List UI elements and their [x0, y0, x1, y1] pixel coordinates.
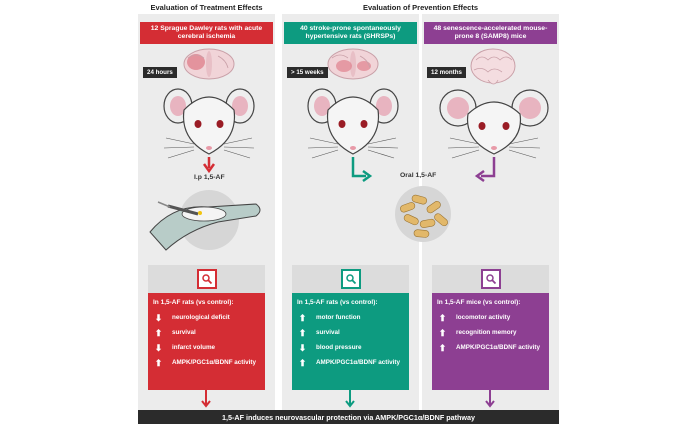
result-label: survival — [316, 329, 340, 336]
result-box-shrsp: In 1,5-AF rats (vs control): ⬆ motor func… — [292, 293, 409, 390]
result-row: ⬆ motor function — [297, 310, 404, 325]
arrow-up-icon: ⬆ — [438, 312, 447, 323]
result-label: neurological deficit — [172, 314, 230, 321]
time-label-shrsp: > 15 weeks — [287, 67, 328, 78]
time-label-treatment: 24 hours — [143, 67, 177, 78]
connector-arrows — [201, 390, 495, 408]
route-label-ip: I.p 1,5-AF — [194, 174, 225, 181]
result-label: recognition memory — [456, 329, 517, 336]
brain-icon-shrsp — [327, 48, 379, 80]
result-label: AMPK/PGC1α/BDNF activity — [316, 359, 400, 366]
result-label: locomotor activity — [456, 314, 511, 321]
brain-icon-samp8 — [470, 48, 516, 85]
result-box-samp8: In 1,5-AF mice (vs control): ⬆ locomotor … — [432, 293, 549, 390]
prevention-heading: Evaluation of Prevention Effects — [362, 3, 479, 12]
arrow-down-icon: ⬇ — [154, 312, 163, 323]
result-row: ⬆ locomotor activity — [437, 310, 544, 325]
arrow-up-icon: ⬆ — [438, 327, 447, 338]
title-box-samp8: 48 senescence-accelerated mouse-prone 8 … — [424, 22, 557, 44]
result-row: ⬆ AMPK/PGC1α/BDNF activity — [297, 355, 404, 370]
magnifier-icon — [480, 269, 501, 289]
arrow-down-icon: ⬇ — [298, 342, 307, 353]
result-label: survival — [172, 329, 196, 336]
result-label: AMPK/PGC1α/BDNF activity — [456, 344, 540, 351]
result-row: ⬆ AMPK/PGC1α/BDNF activity — [437, 340, 544, 355]
illustration-layer — [149, 48, 549, 251]
pills-illustration — [395, 186, 451, 242]
arrow-up-icon: ⬆ — [298, 357, 307, 368]
result-box-treatment: In 1,5-AF rats (vs control): ⬇ neurologic… — [148, 293, 265, 390]
arrow-up-icon: ⬆ — [154, 327, 163, 338]
arrow-purple — [481, 157, 496, 178]
title-box-shrsp: 40 stroke-prone spontaneously hypertensi… — [284, 22, 417, 44]
result-row: ⬆ survival — [297, 325, 404, 340]
result-row: ⬆ AMPK/PGC1α/BDNF activity — [153, 355, 260, 370]
mouse-illustration-samp8 — [439, 89, 549, 159]
result-label: AMPK/PGC1α/BDNF activity — [172, 359, 256, 366]
result-row: ⬆ recognition memory — [437, 325, 544, 340]
conclusion-banner: 1,5-AF induces neurovascular protection … — [138, 410, 559, 424]
title-box-treatment: 12 Sprague Dawley rats with acute cerebr… — [140, 22, 273, 44]
rat-illustration-treatment — [163, 88, 255, 159]
arrow-up-icon: ⬆ — [154, 357, 163, 368]
result-row: ⬆ survival — [153, 325, 260, 340]
arrow-up-icon: ⬆ — [298, 312, 307, 323]
result-title: In 1,5-AF rats (vs control): — [297, 299, 378, 306]
icon-box-treatment — [148, 265, 265, 293]
brain-icon-treatment — [183, 48, 235, 80]
arrow-down-icon: ⬇ — [154, 342, 163, 353]
result-row: ⬇ infarct volume — [153, 340, 260, 355]
arrow-up-icon: ⬆ — [438, 342, 447, 353]
magnifier-icon — [340, 269, 361, 289]
injection-illustration — [149, 190, 261, 251]
result-title: In 1,5-AF mice (vs control): — [437, 299, 521, 306]
arrow-teal — [351, 157, 366, 178]
rat-illustration-shrsp — [307, 88, 399, 159]
result-title: In 1,5-AF rats (vs control): — [153, 299, 234, 306]
result-label: infarct volume — [172, 344, 216, 351]
route-label-oral: Oral 1,5-AF — [400, 172, 437, 179]
time-label-samp8: 12 months — [427, 67, 466, 78]
result-row: ⬇ neurological deficit — [153, 310, 260, 325]
magnifier-icon — [196, 269, 217, 289]
arrow-up-icon: ⬆ — [298, 327, 307, 338]
treatment-heading: Evaluation of Treatment Effects — [150, 3, 263, 12]
result-row: ⬇ blood pressure — [297, 340, 404, 355]
result-label: motor function — [316, 314, 361, 321]
result-label: blood pressure — [316, 344, 362, 351]
icon-box-shrsp — [292, 265, 409, 293]
icon-box-samp8 — [432, 265, 549, 293]
